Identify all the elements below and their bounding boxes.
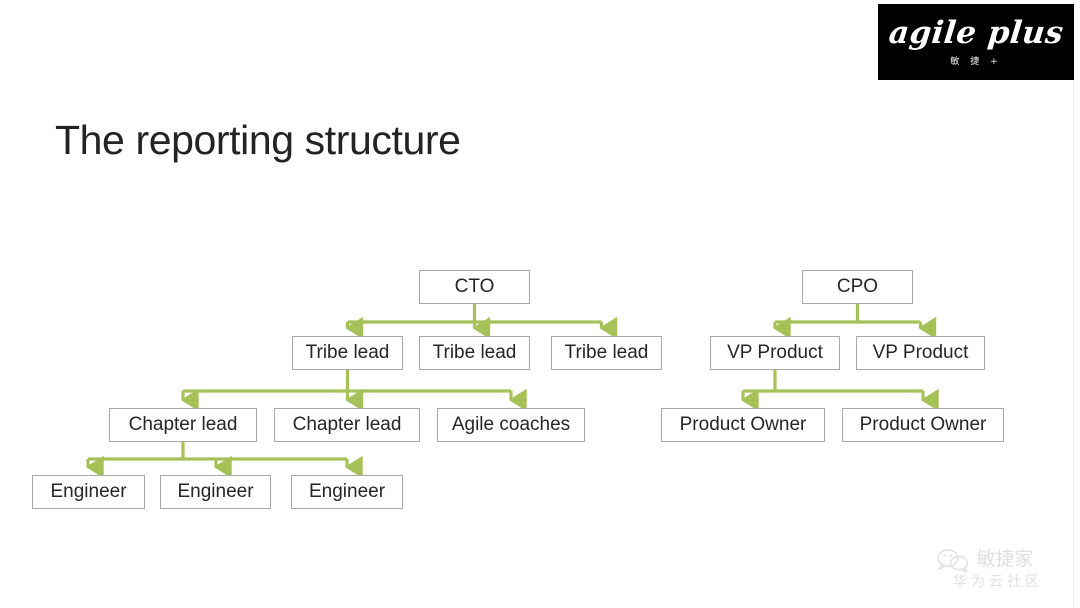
page-right-edge [1073,0,1074,608]
wechat-icon [937,548,969,572]
org-node-chapter-lead-2[interactable]: Chapter lead [274,408,420,442]
watermark-brand: 敏捷家 [976,548,1034,570]
org-node-engineer-3[interactable]: Engineer [291,475,403,509]
watermark-row: 敏捷家 [936,548,1034,572]
org-node-tribe-lead-1[interactable]: Tribe lead [292,336,403,370]
org-node-engineer-1[interactable]: Engineer [32,475,145,509]
org-node-tribe-lead-2[interactable]: Tribe lead [419,336,530,370]
agile-plus-logo: agile plus 敏 捷 + [878,4,1074,80]
org-node-tribe-lead-3[interactable]: Tribe lead [551,336,662,370]
org-node-vp-product-1[interactable]: VP Product [710,336,840,370]
watermark-subtitle: 华为云社区 [953,573,1043,590]
org-node-cpo[interactable]: CPO [802,270,913,304]
org-node-cto[interactable]: CTO [419,270,530,304]
org-node-chapter-lead-1[interactable]: Chapter lead [109,408,257,442]
watermark: 敏捷家 华为云社区 [905,538,1065,598]
org-node-engineer-2[interactable]: Engineer [160,475,271,509]
org-node-product-owner-2[interactable]: Product Owner [842,408,1004,442]
org-node-vp-product-2[interactable]: VP Product [856,336,985,370]
page-title: The reporting structure [55,117,461,163]
org-node-product-owner-1[interactable]: Product Owner [661,408,825,442]
logo-subtitle: 敏 捷 + [950,56,1002,67]
org-node-agile-coaches[interactable]: Agile coaches [437,408,585,442]
